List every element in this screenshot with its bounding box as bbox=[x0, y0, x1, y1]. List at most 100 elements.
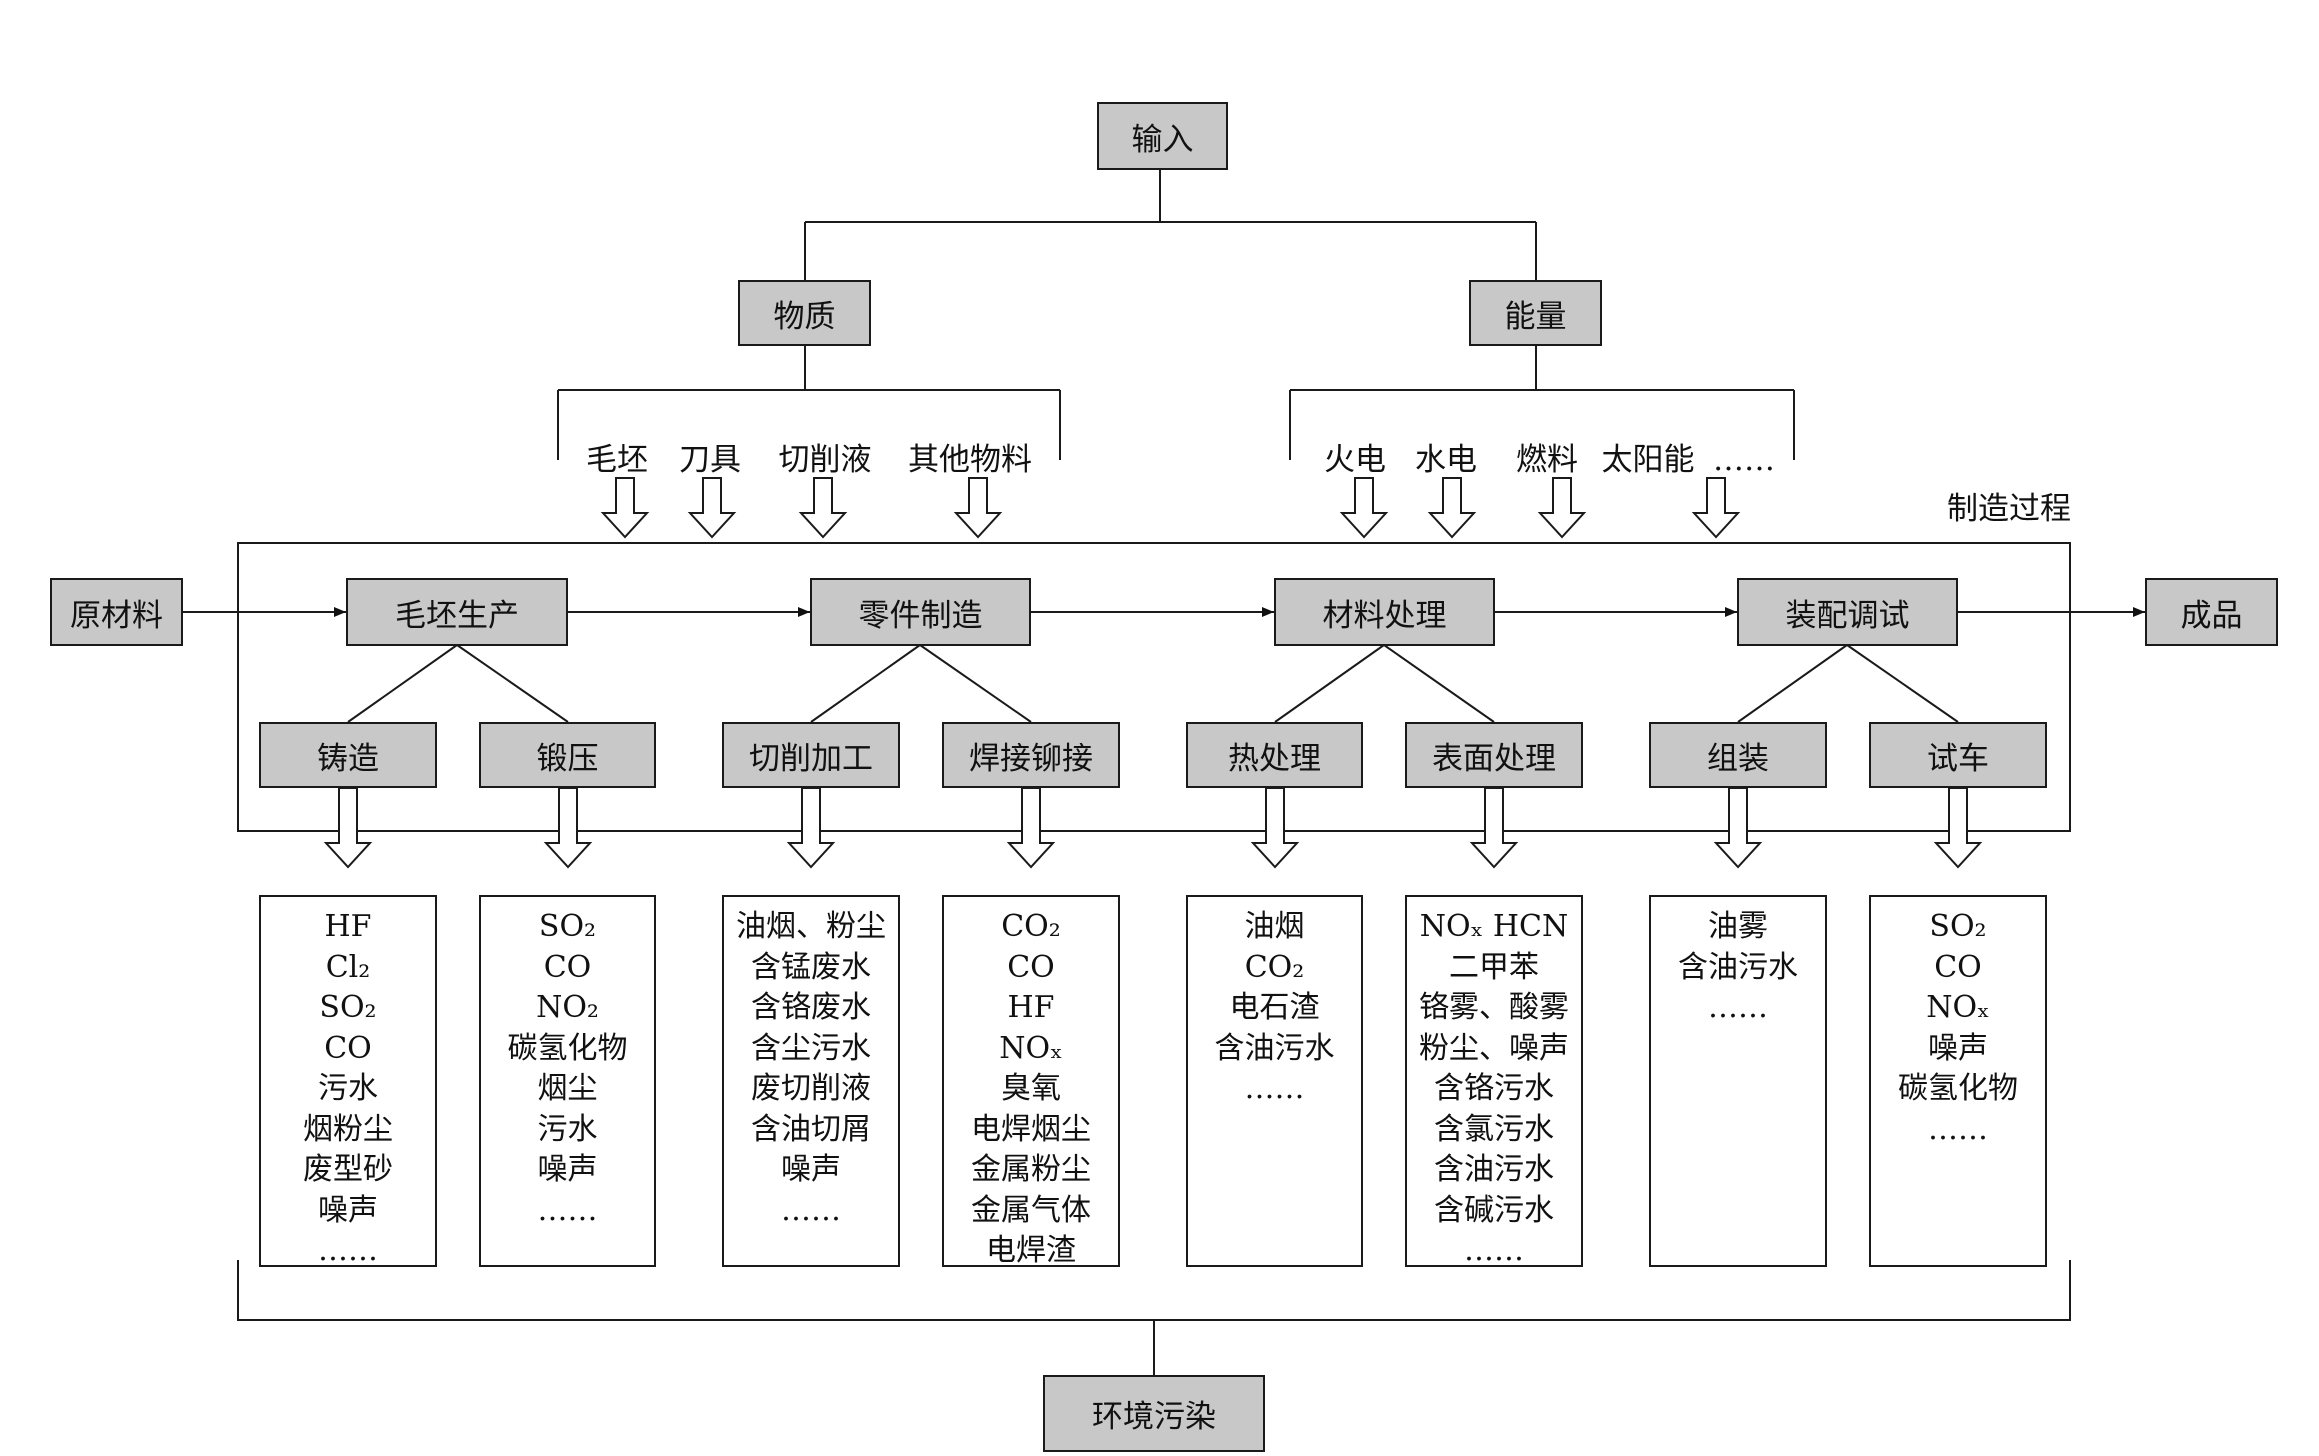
material-item-blank: 毛坯 bbox=[586, 442, 648, 478]
stage-blank-production: 毛坯生产 bbox=[346, 578, 568, 646]
pollutant-item: 碳氢化物 bbox=[507, 1030, 628, 1066]
input-down-arrow-2 bbox=[798, 477, 848, 539]
pollutant-item: 电焊渣 bbox=[986, 1233, 1076, 1268]
output-box-heat-treatment: 油烟 CO₂ 电石渣含油污水 …… bbox=[1186, 895, 1363, 1267]
pollutant-item: 噪声 bbox=[318, 1192, 378, 1228]
pollutant-item: 金属气体 bbox=[971, 1192, 1091, 1228]
pollutant-item: …… bbox=[1928, 1111, 1988, 1147]
input-down-arrow-7 bbox=[1691, 477, 1741, 539]
pollutant-item: SO₂ bbox=[1929, 909, 1987, 944]
stage-assembly-testing: 装配调试 bbox=[1737, 578, 1958, 646]
pollutant-item: 噪声 bbox=[537, 1152, 598, 1187]
process-label: 制造过程 bbox=[1947, 491, 2071, 527]
sub-test-run: 试车 bbox=[1869, 722, 2047, 788]
output-down-arrow-1 bbox=[543, 787, 593, 869]
pollutant-item: 油雾 bbox=[1708, 909, 1768, 944]
output-down-arrow-3 bbox=[1006, 787, 1056, 869]
input-down-arrow-3 bbox=[953, 477, 1003, 539]
energy-item-hydro-power: 水电 bbox=[1415, 442, 1477, 478]
pollutant-item: 电石渣 bbox=[1229, 990, 1320, 1025]
energy-box: 能量 bbox=[1469, 280, 1602, 346]
pollutant-item: 烟粉尘 bbox=[303, 1111, 393, 1147]
output-down-arrow-0 bbox=[323, 787, 373, 869]
pollutant-item: …… bbox=[1708, 990, 1768, 1025]
energy-item-fuel: 燃料 bbox=[1516, 442, 1578, 478]
material-box: 物质 bbox=[738, 280, 871, 346]
output-down-arrow-7 bbox=[1933, 787, 1983, 869]
material-item-other: 其他物料 bbox=[908, 442, 1032, 478]
pollutant-item: 含铬污水 bbox=[1434, 1071, 1554, 1106]
material-item-cutting-fluid: 切削液 bbox=[778, 442, 872, 478]
pollutant-item: NOₓ HCN bbox=[1419, 909, 1569, 944]
pollutant-item: 粉尘、噪声 bbox=[1419, 1030, 1569, 1066]
pollutant-item: CO₂ bbox=[1244, 949, 1305, 985]
input-down-arrow-6 bbox=[1537, 477, 1587, 539]
raw-material-box: 原材料 bbox=[50, 578, 183, 646]
output-down-arrow-6 bbox=[1713, 787, 1763, 869]
pollutant-item: NOₓ bbox=[1926, 990, 1990, 1025]
input-box: 输入 bbox=[1097, 102, 1228, 170]
pollutant-item: …… bbox=[781, 1192, 841, 1228]
pollutant-item: 含油切屑 bbox=[751, 1111, 871, 1147]
pollutant-item: CO₂ bbox=[1001, 909, 1061, 944]
pollutant-item: 二甲苯 bbox=[1449, 949, 1539, 985]
product-box: 成品 bbox=[2145, 578, 2278, 646]
sub-welding-riveting: 焊接铆接 bbox=[942, 722, 1120, 788]
pollutant-item: SO₂ bbox=[319, 990, 377, 1025]
pollutant-item: …… bbox=[1464, 1233, 1524, 1268]
environmental-pollution-box: 环境污染 bbox=[1043, 1375, 1265, 1452]
pollutant-item: CO bbox=[1934, 949, 1982, 985]
sub-casting: 铸造 bbox=[259, 722, 437, 788]
pollutant-item: CO bbox=[324, 1030, 372, 1066]
energy-item-ellipsis: …… bbox=[1713, 442, 1775, 478]
pollutant-item: SO₂ bbox=[538, 909, 597, 944]
pollutant-item: 油烟、粉尘 bbox=[736, 909, 886, 944]
output-down-arrow-2 bbox=[786, 787, 836, 869]
pollutant-item: …… bbox=[318, 1233, 378, 1268]
pollutant-item: CO bbox=[1007, 949, 1055, 985]
input-down-arrow-0 bbox=[600, 477, 650, 539]
material-item-tool: 刀具 bbox=[679, 442, 741, 478]
pollutant-item: …… bbox=[1244, 1071, 1305, 1106]
pollutant-item: 烟尘 bbox=[537, 1071, 598, 1106]
sub-forging: 锻压 bbox=[479, 722, 656, 788]
pollutant-item: 臭氧 bbox=[1001, 1071, 1061, 1106]
pollutant-item: 污水 bbox=[537, 1111, 598, 1147]
input-down-arrow-1 bbox=[687, 477, 737, 539]
pollutant-item: 油烟 bbox=[1244, 909, 1305, 944]
pollutant-item: 废型砂 bbox=[303, 1152, 393, 1187]
pollutant-item: 噪声 bbox=[1928, 1030, 1988, 1066]
pollutant-item: HF bbox=[1007, 990, 1055, 1025]
pollutant-item: 噪声 bbox=[781, 1152, 841, 1187]
pollutant-item: NOₓ bbox=[999, 1030, 1063, 1066]
pollutant-item: Cl₂ bbox=[325, 949, 371, 985]
input-down-arrow-4 bbox=[1339, 477, 1389, 539]
pollutant-item: 含油污水 bbox=[1678, 949, 1798, 985]
pollutant-item: 废切削液 bbox=[751, 1071, 871, 1106]
output-box-machining: 油烟、粉尘含锰废水含铬废水含尘污水废切削液含油切屑噪声…… bbox=[722, 895, 900, 1267]
output-down-arrow-5 bbox=[1469, 787, 1519, 869]
pollutant-item: NO₂ bbox=[536, 990, 599, 1025]
sub-assembly: 组装 bbox=[1649, 722, 1827, 788]
sub-surface-treatment: 表面处理 bbox=[1405, 722, 1583, 788]
pollutant-item: 含尘污水 bbox=[751, 1030, 871, 1066]
pollutant-item: 含碱污水 bbox=[1434, 1192, 1554, 1228]
pollutant-item: 含氯污水 bbox=[1434, 1111, 1554, 1147]
stage-part-manufacturing: 零件制造 bbox=[810, 578, 1031, 646]
pollutant-item: 含油污水 bbox=[1214, 1030, 1335, 1066]
pollutant-item: 碳氢化物 bbox=[1898, 1071, 2018, 1106]
output-box-test-run: SO₂ CO NOₓ 噪声碳氢化物 …… bbox=[1869, 895, 2047, 1267]
input-down-arrow-5 bbox=[1427, 477, 1477, 539]
output-box-assembly: 油雾含油污水 …… bbox=[1649, 895, 1827, 1267]
pollutant-item: 铬雾、酸雾 bbox=[1419, 990, 1569, 1025]
energy-item-thermal-power: 火电 bbox=[1324, 442, 1386, 478]
pollutant-item: CO bbox=[543, 949, 592, 985]
sub-machining: 切削加工 bbox=[722, 722, 900, 788]
output-down-arrow-4 bbox=[1250, 787, 1300, 869]
sub-heat-treatment: 热处理 bbox=[1186, 722, 1363, 788]
